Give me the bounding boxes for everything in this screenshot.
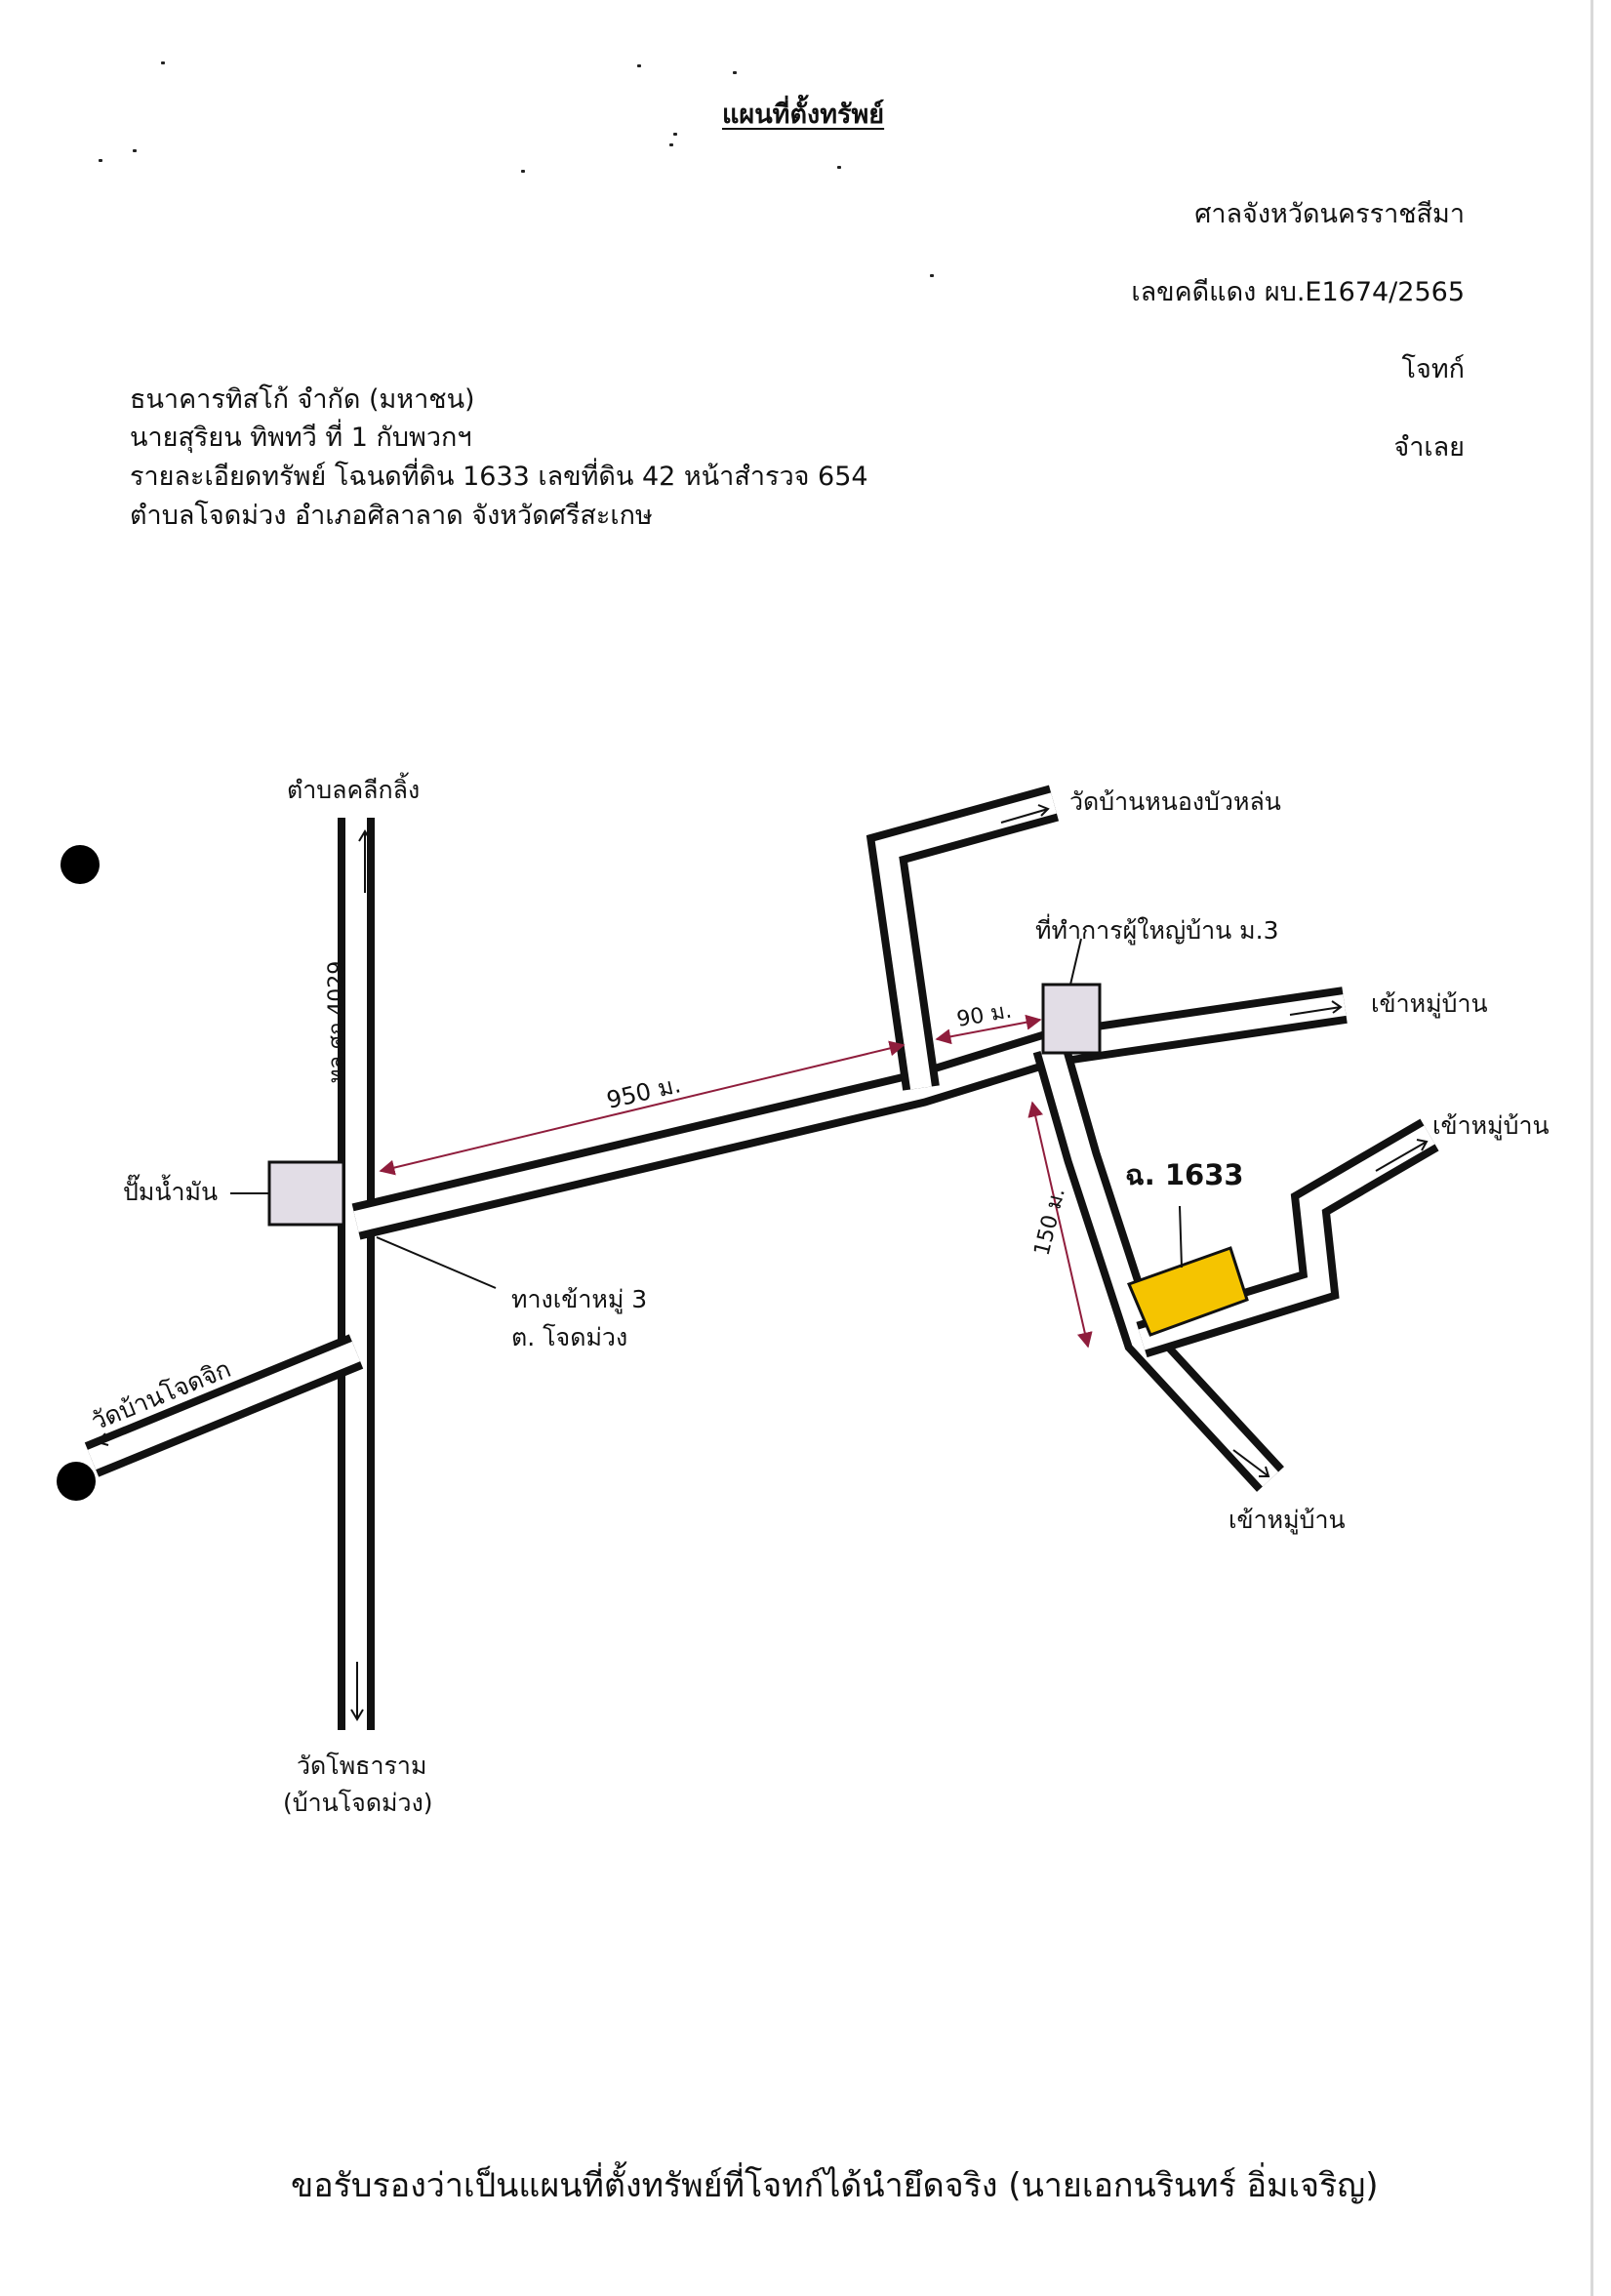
scan-speck bbox=[669, 143, 673, 146]
distance-arrow-950 bbox=[379, 1040, 906, 1176]
label-north-end: ตำบลคลีกลิ้ง bbox=[287, 772, 420, 804]
arrow-south-icon bbox=[350, 1662, 364, 1721]
case-number: เลขคดีแดง ผบ.E1674/2565 bbox=[1131, 277, 1465, 307]
plaintiff-label: โจทก์ bbox=[1401, 354, 1465, 384]
label-south-end-1: วัดโพธาราม bbox=[297, 1752, 426, 1780]
distance-arrow-90 bbox=[935, 1014, 1042, 1045]
land-parcel-1633 bbox=[1126, 1246, 1249, 1337]
scan-speck bbox=[521, 170, 525, 173]
distance-arrow-150 bbox=[1027, 1101, 1093, 1349]
scan-speck bbox=[161, 61, 165, 64]
court-name: ศาลจังหวัดนครราชสีมา bbox=[1194, 199, 1465, 229]
defendant-label: จำเลย bbox=[1393, 432, 1465, 463]
scan-speck bbox=[930, 274, 934, 277]
label-parcel: ฉ. 1633 bbox=[1125, 1158, 1244, 1191]
page-title: แผนที่ตั้งทรัพย์ bbox=[722, 100, 885, 130]
label-to-village-northeast: เข้าหมู่บ้าน bbox=[1432, 1111, 1550, 1141]
village-office-leader bbox=[1069, 938, 1082, 986]
arrow-east-icon bbox=[1289, 1000, 1343, 1016]
certification-statement: ขอรับรองว่าเป็นแผนที่ตั้งทรัพย์ที่โจทก์ไ… bbox=[291, 2166, 1379, 2205]
label-entrance-2: ต. โจดม่วง bbox=[511, 1323, 627, 1351]
road-end-arrows bbox=[96, 804, 1429, 1721]
village-office-building bbox=[1041, 983, 1102, 1055]
property-location: ตำบลโจดม่วง อำเภอศิลาลาด จังหวัดศรีสะเกษ bbox=[130, 501, 653, 531]
property-detail: รายละเอียดทรัพย์ โฉนดที่ดิน 1633 เลขที่ด… bbox=[130, 462, 868, 492]
binder-hole-top bbox=[60, 845, 100, 884]
arrow-west-icon bbox=[96, 1420, 152, 1446]
scan-edge-line bbox=[1591, 0, 1593, 2296]
scan-speck bbox=[99, 159, 102, 162]
scan-speck bbox=[837, 166, 841, 169]
label-highway: ทล.ศก.4029 bbox=[325, 961, 349, 1083]
label-village-office: ที่ทำการผู้ใหญ่บ้าน ม.3 bbox=[1035, 913, 1279, 946]
north-branch-road bbox=[866, 785, 1060, 1091]
arrow-north-icon bbox=[358, 829, 372, 893]
label-to-village-south: เข้าหมู่บ้าน bbox=[1228, 1506, 1346, 1535]
label-north-temple: วัดบ้านหนองบัวหล่น bbox=[1069, 787, 1281, 816]
arrow-north-temple-icon bbox=[1000, 804, 1050, 824]
defendant-name: นายสุริยน ทิพทวี ที่ 1 กับพวกฯ bbox=[130, 423, 472, 453]
northeast-branch-road bbox=[1136, 1118, 1439, 1358]
binder-hole-bottom bbox=[57, 1462, 96, 1501]
west-road bbox=[84, 1334, 364, 1477]
scan-speck bbox=[733, 71, 737, 74]
gas-station-building bbox=[267, 1160, 345, 1227]
parcel-leader bbox=[1179, 1205, 1183, 1269]
label-south-end-2: (บ้านโจดม่วง) bbox=[283, 1789, 433, 1817]
scan-speck bbox=[673, 133, 677, 136]
entrance-leader bbox=[376, 1236, 497, 1289]
label-entrance-1: ทางเข้าหมู่ 3 bbox=[511, 1285, 647, 1314]
plaintiff-name: ธนาคารทิสโก้ จำกัด (มหาชน) bbox=[130, 384, 475, 415]
label-to-village-east: เข้าหมู่บ้าน bbox=[1371, 989, 1488, 1019]
south-branch-road bbox=[1032, 1042, 1284, 1492]
arrow-southeast-icon bbox=[1232, 1449, 1270, 1477]
scan-speck bbox=[637, 64, 641, 67]
scan-speck bbox=[133, 149, 137, 152]
label-distance-150: 150 ม. bbox=[1030, 1186, 1070, 1258]
label-gas-station: ปั๊มน้ำมัน bbox=[123, 1174, 218, 1206]
arrow-northeast-icon bbox=[1375, 1139, 1429, 1172]
